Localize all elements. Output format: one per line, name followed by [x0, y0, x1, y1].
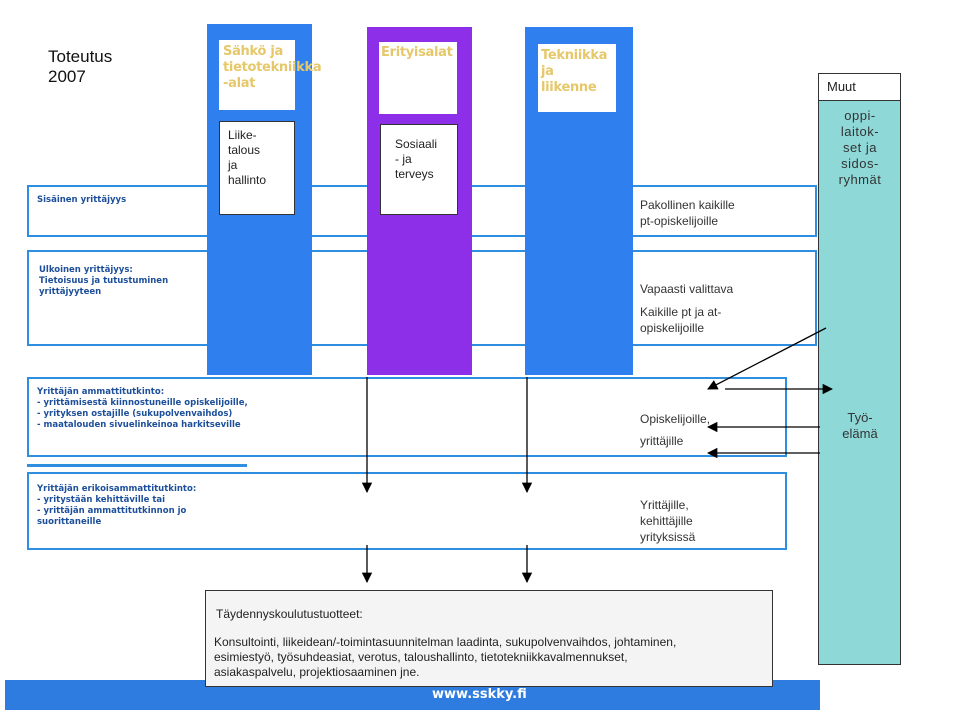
title-line1: Toteutus — [48, 47, 113, 66]
footer-url: www.sskky.fi — [432, 687, 527, 702]
band-ammatti-label: Yrittäjän ammattitutkinto: - yrittämises… — [37, 387, 248, 430]
taydennys-box: Täydennyskoulutustuotteet: Konsultointi,… — [205, 590, 773, 687]
header-sahko: Sähkö ja tietotekniikka -alat — [219, 40, 322, 110]
header-erityisalat-text: Erityisalat — [381, 45, 453, 60]
band-ulkoinen-label: Ulkoinen yrittäjyys: Tietoisuus ja tutus… — [39, 265, 169, 297]
tyoelama-label: Työ- elämä — [842, 410, 878, 441]
box-liiketalous: Liike- talous ja hallinto — [219, 121, 295, 215]
band-ammatti: Yrittäjän ammattitutkinto: - yrittämises… — [27, 377, 787, 457]
label-vapaasti-title: Vapaasti valittava — [640, 282, 734, 296]
page-title: Toteutus 2007 — [48, 47, 148, 87]
title-line2: 2007 — [48, 67, 86, 86]
header-tekniikka-text: Tekniikka ja liikenne — [541, 48, 608, 95]
arrow-muut-to-opiskelijoille — [707, 327, 827, 390]
muut-title: Muut — [827, 79, 856, 94]
header-tekniikka: Tekniikka ja liikenne — [538, 44, 616, 112]
header-erityisalat: Erityisalat — [379, 42, 457, 114]
label-yrittajille: Yrittäjille, kehittäjille yrityksissä — [640, 498, 696, 544]
muut-box — [818, 73, 901, 665]
header-sahko-text: Sähkö ja tietotekniikka -alat — [223, 44, 322, 91]
box-sosiaali: Sosiaali - ja terveys — [380, 124, 458, 215]
taydennys-body: Konsultointi, liikeidean/-toimintasuunni… — [214, 635, 677, 679]
label-pakollinen: Pakollinen kaikille pt-opiskelijoille — [640, 198, 735, 228]
box-liiketalous-text: Liike- talous ja hallinto — [228, 128, 267, 187]
label-vapaasti-body: Kaikille pt ja at- opiskelijoille — [640, 305, 722, 335]
band-sisainen-label: Sisäinen yrittäjyys — [37, 195, 127, 205]
muut-body: oppi- laitok- set ja sidos- ryhmät — [838, 108, 882, 187]
box-sosiaali-text: Sosiaali - ja terveys — [395, 137, 438, 181]
band-ammatti-bottomline — [27, 464, 247, 467]
band-erikois: Yrittäjän erikoisammattitutkinto: - yrit… — [27, 472, 787, 550]
taydennys-title: Täydennyskoulutustuotteet: — [216, 607, 363, 621]
band-erikois-label: Yrittäjän erikoisammattitutkinto: - yrit… — [37, 484, 197, 527]
muut-header: Muut — [818, 73, 901, 101]
label-opiskelijoille: Opiskelijoille, yrittäjille — [640, 412, 711, 448]
